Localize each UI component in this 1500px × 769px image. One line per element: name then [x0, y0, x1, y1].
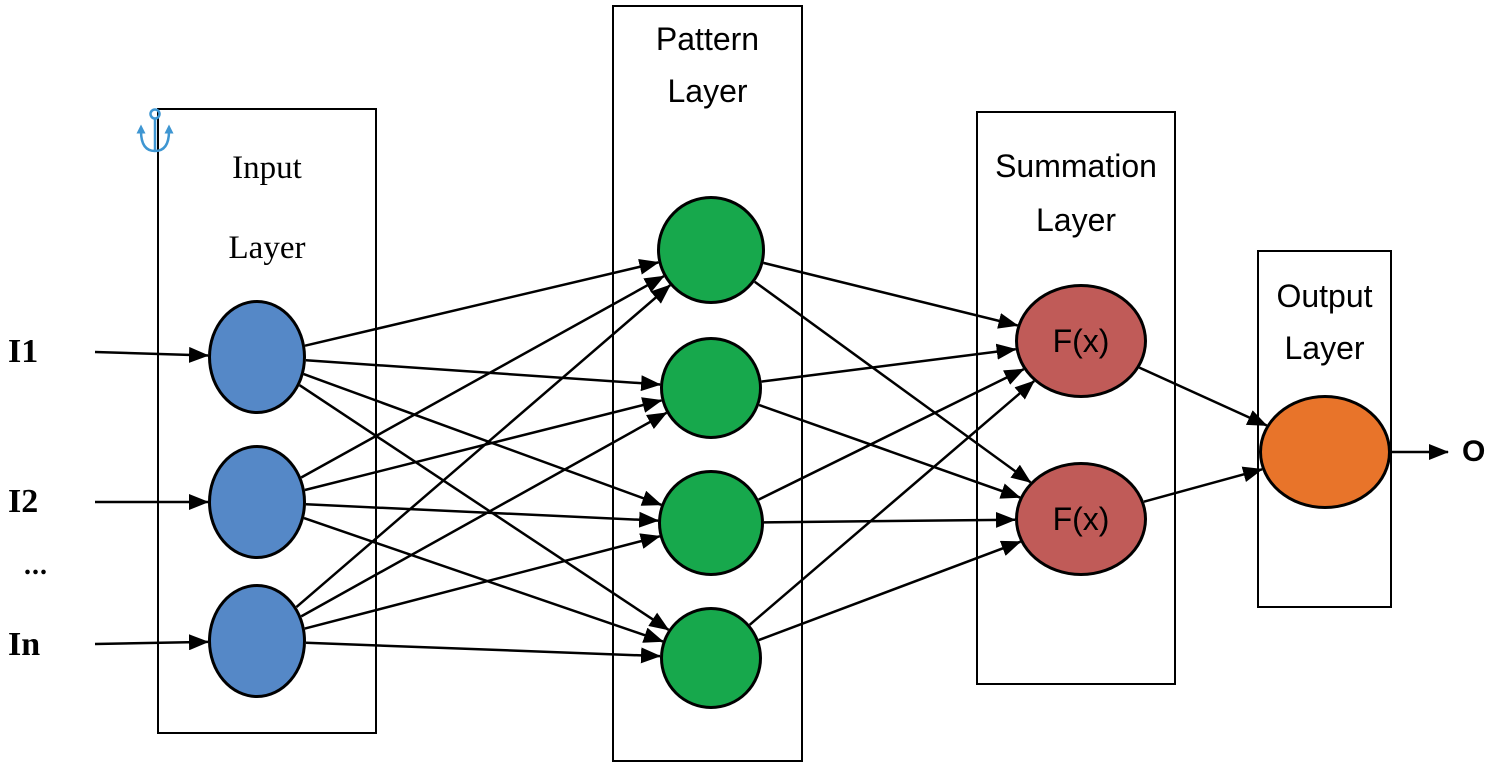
summation-layer-title-line1: Summation	[995, 148, 1157, 184]
pattern-node-3	[658, 470, 764, 576]
summation-layer-title-line2: Layer	[1035, 202, 1117, 238]
input-label-in: In	[8, 626, 41, 663]
input-layer-title: Input Layer	[159, 110, 375, 288]
summation-layer-box: Summation Layer	[976, 111, 1176, 685]
input-node-3	[208, 584, 306, 698]
input-node-1	[208, 300, 306, 414]
input-label-ellipsis: ...	[24, 550, 48, 581]
input-layer-title-line2: Layer	[228, 230, 306, 266]
summation-node-2-label: F(x)	[1052, 500, 1110, 537]
input-node-2	[208, 445, 306, 559]
pattern-layer-title-line2: Layer	[667, 73, 748, 109]
summation-node-1-label: F(x)	[1052, 322, 1110, 359]
summation-node-1: F(x)	[1015, 284, 1147, 398]
pattern-layer-title: Pattern Layer	[614, 7, 801, 117]
summation-node-2: F(x)	[1015, 462, 1147, 576]
output-layer-title: Output Layer	[1259, 252, 1390, 374]
pattern-layer-title-line1: Pattern	[655, 21, 760, 57]
pattern-node-2	[660, 337, 762, 439]
summation-layer-title: Summation Layer	[978, 113, 1174, 247]
output-layer-title-line1: Output	[1276, 278, 1373, 314]
pattern-node-4	[660, 607, 762, 709]
output-label: O	[1462, 435, 1486, 468]
pattern-node-1	[657, 196, 765, 304]
input-layer-title-line1: Input	[232, 150, 302, 186]
output-node	[1259, 395, 1391, 509]
output-layer-title-line2: Layer	[1284, 330, 1365, 366]
output-layer-box: Output Layer	[1257, 250, 1392, 608]
input-label-i1: I1	[8, 333, 39, 370]
input-label-i2: I2	[8, 483, 39, 520]
